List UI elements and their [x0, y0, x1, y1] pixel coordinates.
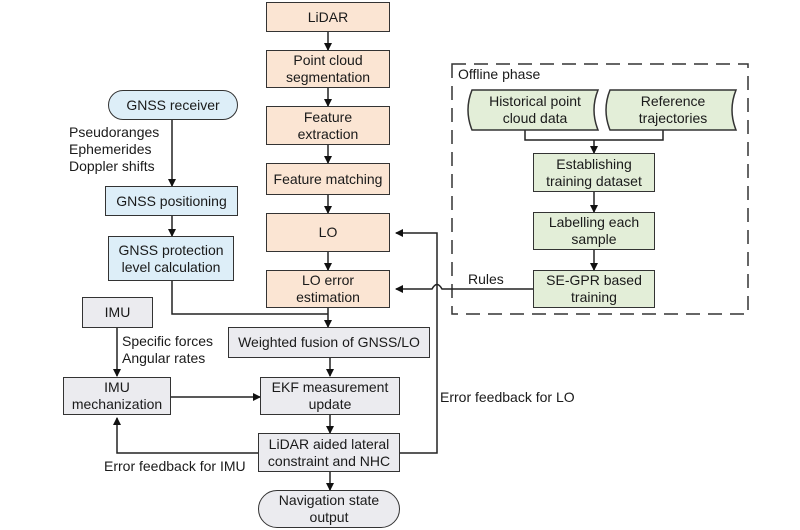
offline-phase-title: Offline phase: [458, 66, 541, 82]
imu-mechanization-box: IMU mechanization: [63, 377, 171, 415]
gnss-observations-label: Pseudoranges Ephemerides Doppler shifts: [69, 124, 160, 174]
arrow-feedback-lo: [395, 229, 438, 454]
historical-data-shape: [467, 89, 600, 131]
historical-point-cloud-data-node: Historical point cloud data: [489, 93, 581, 126]
labelling-each-sample-box: Labelling each sample: [533, 212, 655, 250]
rules-label: Rules: [468, 271, 504, 287]
line-protection-to-fusion: [171, 281, 328, 315]
arrow-rules: [395, 283, 533, 293]
reference-trajectories-node: Reference trajectories: [638, 93, 708, 126]
feature-extraction-box: Feature extraction: [266, 106, 390, 145]
imu-box: IMU: [82, 297, 153, 328]
se-gpr-training-box: SE-GPR based training: [533, 270, 655, 308]
lidar-lateral-constraint-box: LiDAR aided lateral constraint and NHC: [258, 433, 400, 472]
gnss-protection-level-box: GNSS protection level calculation: [108, 236, 234, 281]
error-feedback-lo-label: Error feedback for LO: [440, 389, 575, 405]
weighted-fusion-box: Weighted fusion of GNSS/LO: [228, 327, 430, 358]
arrow-feedback-imu: [113, 417, 258, 454]
offline-phase-frame: [451, 63, 749, 315]
feature-matching-box: Feature matching: [266, 163, 390, 195]
error-feedback-imu-label: Error feedback for IMU: [104, 458, 246, 474]
ekf-measurement-update-box: EKF measurement update: [260, 377, 400, 415]
point-cloud-segmentation-box: Point cloud segmentation: [266, 50, 390, 88]
lo-box: LO: [266, 213, 390, 252]
lidar-box: LiDAR: [266, 2, 390, 32]
imu-measurements-label: Specific forces Angular rates: [122, 333, 214, 366]
reference-trajectories-shape: [605, 89, 738, 131]
gnss-positioning-box: GNSS positioning: [105, 186, 238, 216]
navigation-state-output-node: Navigation state output: [258, 490, 400, 528]
line-inputs-merge: [524, 130, 664, 141]
establishing-training-dataset-box: Establishing training dataset: [533, 153, 655, 192]
gnss-receiver-node: GNSS receiver: [108, 90, 238, 120]
lo-error-estimation-box: LO error estimation: [266, 270, 390, 308]
